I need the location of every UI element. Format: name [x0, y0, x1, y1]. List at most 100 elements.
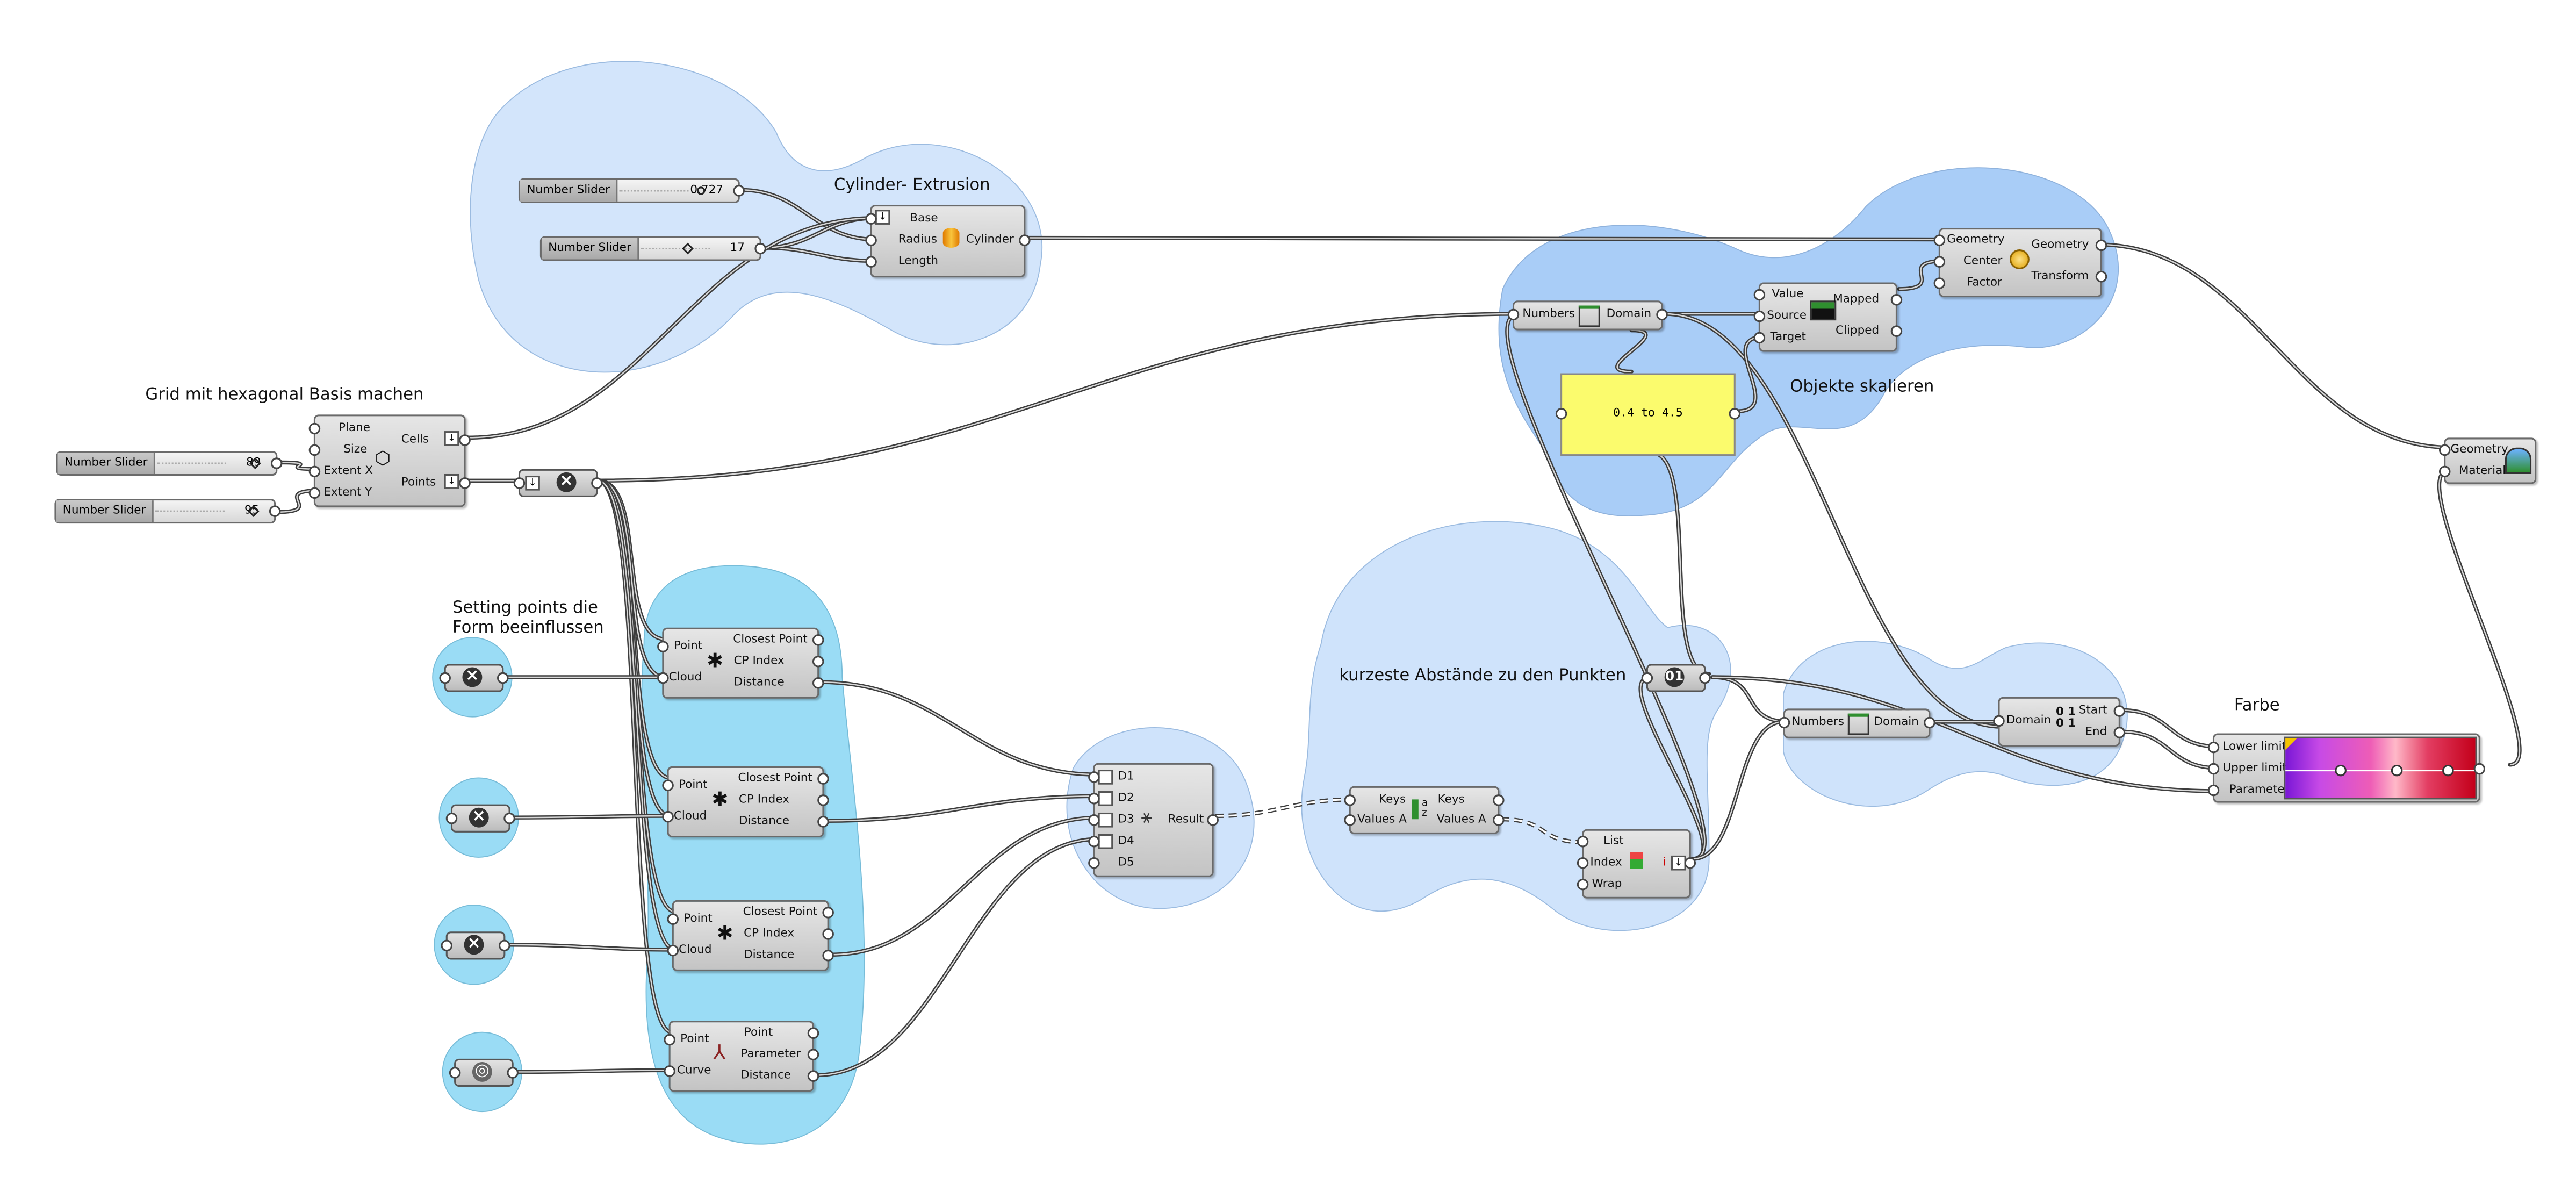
output-port[interactable] [499, 939, 510, 952]
output-port[interactable] [270, 457, 283, 469]
cylinder-component[interactable]: ↓ Base Radius Length Cylinder [865, 205, 1031, 278]
closest-point-component-3[interactable]: Point Cloud ✱ Closest Point CP Index Dis… [667, 900, 834, 971]
input-port[interactable] [662, 779, 674, 792]
input-port[interactable] [657, 672, 669, 684]
input-port[interactable] [1088, 771, 1100, 783]
input-port[interactable] [1088, 857, 1100, 869]
input-port[interactable] [662, 810, 674, 823]
input-port[interactable] [308, 487, 321, 499]
output-port[interactable] [459, 434, 471, 446]
output-port[interactable] [807, 1027, 819, 1039]
curve-param[interactable]: ◎ [449, 1058, 519, 1087]
output-port[interactable] [1019, 234, 1031, 246]
input-port[interactable] [1933, 256, 1946, 268]
point-param-3[interactable]: × [441, 931, 510, 960]
output-port[interactable] [507, 1067, 519, 1079]
output-port[interactable] [591, 477, 603, 489]
domain-panel[interactable]: 0.4 to 4.5 [1555, 373, 1741, 456]
input-port[interactable] [1753, 310, 1766, 322]
hexagonal-grid-component[interactable]: Plane Size Extent X Extent Y ⬡ Cells Poi… [308, 414, 471, 507]
output-port[interactable] [817, 773, 829, 785]
closest-point-component-2[interactable]: Point Cloud ✱ Closest Point CP Index Dis… [662, 766, 829, 838]
output-port[interactable] [1729, 408, 1741, 420]
input-port[interactable] [449, 1067, 461, 1079]
output-port[interactable] [1924, 716, 1935, 729]
point-param-2[interactable]: × [445, 804, 515, 833]
input-port[interactable] [513, 477, 526, 489]
output-port[interactable] [2113, 727, 2126, 738]
input-port[interactable] [664, 1034, 675, 1046]
input-port[interactable] [657, 641, 669, 652]
output-port[interactable] [822, 907, 834, 919]
slider-grip[interactable] [696, 186, 706, 195]
number-slider-extent-y[interactable]: Number Slider 95 [54, 499, 281, 524]
input-port[interactable] [865, 256, 877, 268]
list-item-component[interactable]: List Index Wrap i ↓ [1577, 829, 1696, 899]
input-port[interactable] [445, 812, 458, 824]
output-port[interactable] [2473, 763, 2486, 775]
input-port[interactable] [1577, 857, 1589, 869]
input-port[interactable] [1993, 715, 2005, 727]
input-port[interactable] [1088, 793, 1100, 805]
output-port[interactable] [817, 794, 829, 806]
input-port[interactable] [1753, 332, 1766, 344]
input-port[interactable] [1344, 814, 1356, 826]
input-port[interactable] [1778, 716, 1790, 729]
number-slider-extent-x[interactable]: Number Slider 89 [56, 450, 283, 476]
closest-point-component-1[interactable]: Point Cloud ✱ Closest Point CP Index Dis… [657, 627, 824, 699]
input-port[interactable] [865, 213, 877, 225]
input-port[interactable] [2207, 763, 2220, 775]
remap-numbers-component[interactable]: Value Source Target Mapped Clipped [1753, 282, 1903, 352]
input-port[interactable] [308, 465, 321, 478]
input-port[interactable] [308, 444, 321, 456]
output-port[interactable] [1493, 814, 1505, 826]
input-port[interactable] [1088, 814, 1100, 826]
input-port[interactable] [1753, 289, 1766, 301]
output-port[interactable] [733, 185, 745, 197]
input-port[interactable] [1577, 878, 1589, 891]
bounds-component-2[interactable]: Numbers Domain [1778, 708, 1935, 738]
output-port[interactable] [2095, 239, 2107, 252]
input-port[interactable] [865, 234, 877, 246]
output-port[interactable] [807, 1070, 819, 1082]
output-port[interactable] [1493, 794, 1505, 806]
input-port[interactable] [2207, 784, 2220, 797]
gradient-component[interactable]: Lower limit Upper limit Parameter [2207, 733, 2486, 803]
output-port[interactable] [2095, 270, 2107, 283]
input-port[interactable] [1933, 234, 1946, 246]
input-port[interactable] [2207, 741, 2220, 754]
output-port[interactable] [269, 505, 281, 517]
number-slider-radius[interactable]: Number Slider 0.727 [518, 178, 745, 203]
output-port[interactable] [807, 1049, 819, 1060]
number-param[interactable]: 01 [1641, 664, 1711, 692]
input-port[interactable] [441, 939, 453, 952]
output-port[interactable] [812, 656, 824, 668]
input-port[interactable] [667, 913, 679, 925]
input-port[interactable] [2438, 444, 2451, 456]
gradient-grip[interactable] [2391, 764, 2403, 777]
output-port[interactable] [2113, 705, 2126, 717]
evaluate-component[interactable]: D1 D2 D3 D4 D5 ⚹ Result [1088, 763, 1219, 877]
input-port[interactable] [308, 422, 321, 435]
gradient-grip[interactable] [2442, 764, 2454, 777]
custom-preview-component[interactable]: Geometry Material [2438, 437, 2537, 484]
output-port[interactable] [817, 816, 829, 828]
point-param-1[interactable]: × [439, 664, 509, 692]
output-port[interactable] [822, 928, 834, 940]
input-port[interactable] [1933, 277, 1946, 289]
input-port[interactable] [2438, 465, 2451, 478]
input-port[interactable] [1344, 794, 1356, 806]
curve-closest-point-component[interactable]: Point Curve ⅄ Point Parameter Distance [664, 1021, 819, 1092]
input-port[interactable] [1577, 835, 1589, 848]
output-port[interactable] [459, 477, 471, 489]
input-port[interactable] [1088, 835, 1100, 848]
slider-grip[interactable] [682, 242, 694, 255]
gradient-grip[interactable] [2335, 764, 2347, 777]
scale-component[interactable]: Geometry Center Factor Geometry Transfor… [1933, 228, 2107, 298]
input-port[interactable] [664, 1065, 675, 1077]
output-port[interactable] [497, 672, 509, 684]
output-port[interactable] [503, 812, 515, 824]
